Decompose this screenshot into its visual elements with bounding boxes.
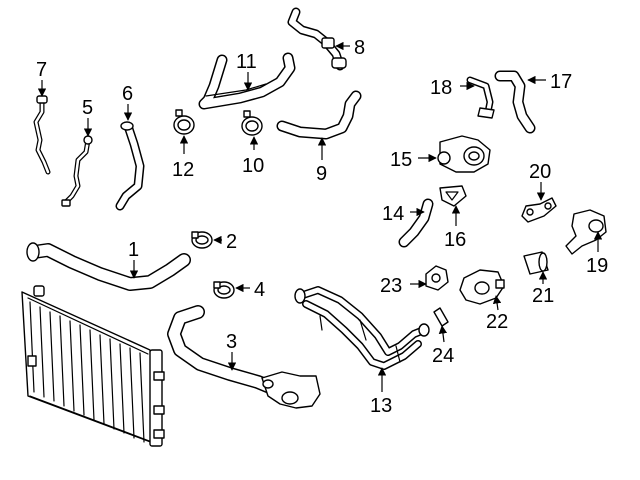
- part-3-radiator-hose: [167, 305, 321, 409]
- callout-9: 9: [316, 163, 327, 185]
- part-17-hose: [494, 70, 536, 134]
- part-13-water-pipe: [294, 286, 430, 370]
- part-21-sensor: [523, 251, 549, 275]
- part-23-flange: [425, 265, 449, 291]
- part-5-vent-hose: [61, 135, 93, 207]
- callout-11: 11: [236, 51, 257, 73]
- part-1-radiator-hose: [26, 242, 191, 291]
- leader-lines: [37, 41, 603, 392]
- callout-4: 4: [254, 279, 265, 301]
- callout-18: 18: [430, 77, 452, 99]
- part-12-hose-clamp: [173, 109, 195, 135]
- part-19-water-outlet: [565, 209, 607, 255]
- part-16-gasket: [439, 185, 467, 207]
- callout-17: 17: [550, 71, 572, 93]
- part-6-heater-hose: [115, 121, 145, 211]
- callout-23: 23: [380, 275, 402, 297]
- callout-15: 15: [390, 149, 412, 171]
- callout-12: 12: [172, 159, 194, 181]
- callout-5: 5: [82, 97, 93, 119]
- callout-19: 19: [586, 255, 608, 277]
- callout-20: 20: [529, 161, 551, 183]
- radiator: [21, 285, 165, 447]
- part-4-hose-clamp: [213, 281, 235, 299]
- callout-21: 21: [532, 285, 554, 307]
- callout-16: 16: [444, 229, 466, 251]
- part-7-bypass-hose: [33, 95, 51, 175]
- callout-labels: 7 5 6 8 11 12 10 9 18 17 15 14 16 20 19 …: [36, 37, 608, 417]
- part-2-hose-clamp: [191, 231, 213, 249]
- part-18-pipe: [466, 76, 495, 119]
- callout-2: 2: [226, 231, 237, 253]
- part-8-hose-with-fitting: [287, 7, 347, 71]
- callout-14: 14: [382, 203, 404, 225]
- callout-10: 10: [242, 155, 264, 177]
- part-10-hose-clamp: [241, 110, 263, 136]
- callout-22: 22: [486, 311, 508, 333]
- part-9-coolant-hose: [276, 90, 362, 140]
- part-22-housing: [459, 269, 505, 305]
- callout-24: 24: [432, 345, 454, 367]
- part-14-hose: [398, 198, 434, 248]
- callout-7: 7: [36, 59, 47, 81]
- callout-8: 8: [354, 37, 365, 59]
- callout-1: 1: [128, 239, 139, 261]
- callout-13: 13: [370, 395, 392, 417]
- part-15-thermostat-housing: [437, 135, 491, 173]
- part-24-seal: [433, 307, 449, 327]
- part-20-bracket: [521, 197, 557, 223]
- callout-3: 3: [226, 331, 237, 353]
- callout-6: 6: [122, 83, 133, 105]
